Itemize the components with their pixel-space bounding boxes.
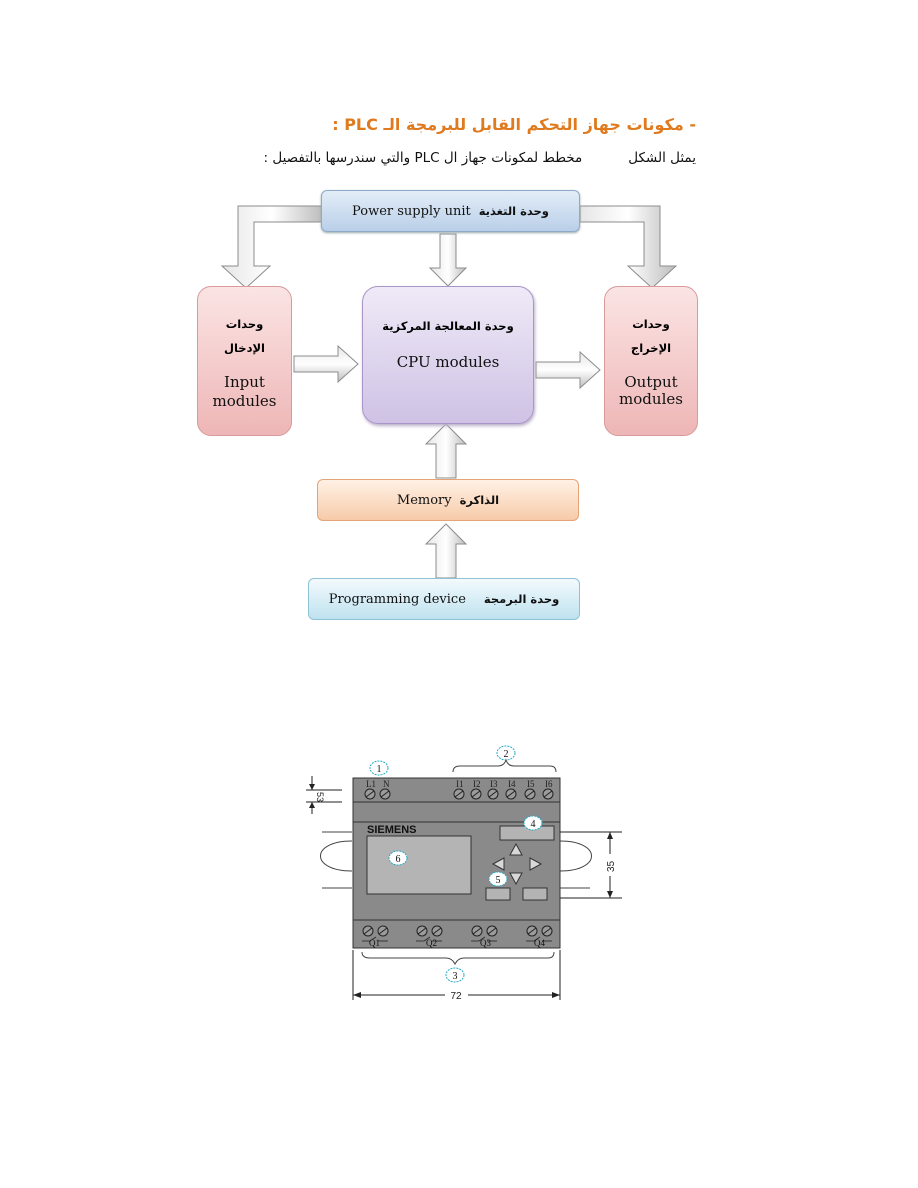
cpu-label-ar: وحدة المعالجة المركزية: [382, 319, 514, 333]
term-I1: I1: [456, 779, 464, 789]
intro-part-2: مخطط لمكونات جهاز ال PLC والتي سندرسها ب…: [263, 150, 583, 166]
callout-3: 3: [453, 971, 458, 982]
dim-width-label: 72: [450, 991, 462, 1002]
plc-device-drawing: L1 N I1 I2 I3 I4 I5 I6 SIEMENS: [306, 745, 622, 1002]
power-supply-label-ar: وحدة التغذية: [478, 204, 549, 218]
dim-height-label: 35: [606, 860, 617, 872]
output-label-ar-2: الإخراج: [630, 341, 672, 355]
input-label-en-2: modules: [212, 392, 277, 410]
arrow-programming-to-memory: [424, 523, 468, 579]
term-I5: I5: [527, 779, 535, 789]
programming-device-bar: Programming device وحدة البرمجة: [308, 578, 580, 620]
callout-4: 4: [531, 819, 536, 830]
lcd-display: [366, 835, 472, 895]
memory-label-en: Memory: [396, 492, 452, 508]
cpu-label-en: CPU modules: [396, 353, 500, 371]
term-Q3: Q3: [480, 938, 491, 948]
input-label-en-1: Input: [224, 373, 265, 391]
brand-label: SIEMENS: [367, 824, 417, 836]
programming-label-ar: وحدة البرمجة: [483, 592, 560, 606]
term-I6: I6: [545, 779, 553, 789]
esc-key: [485, 887, 511, 901]
power-supply-bar: Power supply unit وحدة التغذية: [321, 190, 580, 232]
input-modules-box: وحدات الإدخال Input modules: [197, 286, 292, 436]
programming-label-en: Programming device: [328, 591, 466, 607]
term-N: N: [383, 779, 390, 789]
arrow-cpu-to-output: [535, 350, 601, 390]
memory-label-ar: الذاكرة: [459, 493, 500, 507]
arrow-power-to-cpu: [428, 233, 468, 287]
input-label-ar-2: الإدخال: [224, 341, 265, 355]
output-modules-box: وحدات الإخراج Output modules: [604, 286, 698, 436]
callout-1: 1: [377, 764, 382, 775]
term-L1: L1: [366, 779, 376, 789]
cursor-keys: [491, 842, 543, 886]
arrow-memory-to-cpu: [424, 423, 468, 479]
brace-bottom: [361, 951, 555, 966]
output-label-en-1: Output: [624, 373, 678, 391]
input-label-ar-1: وحدات: [225, 317, 264, 331]
intro-text: يمثل الشكل مخطط لمكونات جهاز ال PLC والتي…: [264, 150, 696, 166]
block-diagram-arrows: [220, 205, 678, 579]
term-I4: I4: [508, 779, 516, 789]
output-label-en-2: modules: [619, 390, 683, 408]
term-Q4: Q4: [534, 938, 545, 948]
term-Q2: Q2: [426, 938, 437, 948]
power-supply-label-en: Power supply unit: [352, 203, 471, 219]
arrow-power-to-output: [579, 205, 678, 289]
brace-top: [452, 758, 557, 773]
ok-key: [522, 887, 548, 901]
arrow-input-to-cpu: [293, 344, 359, 384]
arrow-power-to-input: [220, 205, 323, 289]
memory-bar: Memory الذاكرة: [317, 479, 579, 521]
output-label-ar-1: وحدات: [632, 317, 670, 331]
term-Q1: Q1: [369, 938, 380, 948]
intro-part-1: يمثل الشكل: [628, 150, 696, 166]
term-I3: I3: [490, 779, 498, 789]
right-clip: [559, 840, 592, 872]
cpu-modules-box: وحدة المعالجة المركزية CPU modules: [362, 286, 534, 424]
callout-2: 2: [504, 749, 509, 760]
section-heading: - مكونات جهاز التحكم القابل للبرمجة الـ …: [332, 115, 696, 134]
callout-6: 6: [396, 854, 401, 865]
callout-5: 5: [496, 875, 501, 886]
term-I2: I2: [473, 779, 481, 789]
left-clip: [320, 840, 353, 872]
dim-small-label: 53: [315, 792, 325, 802]
